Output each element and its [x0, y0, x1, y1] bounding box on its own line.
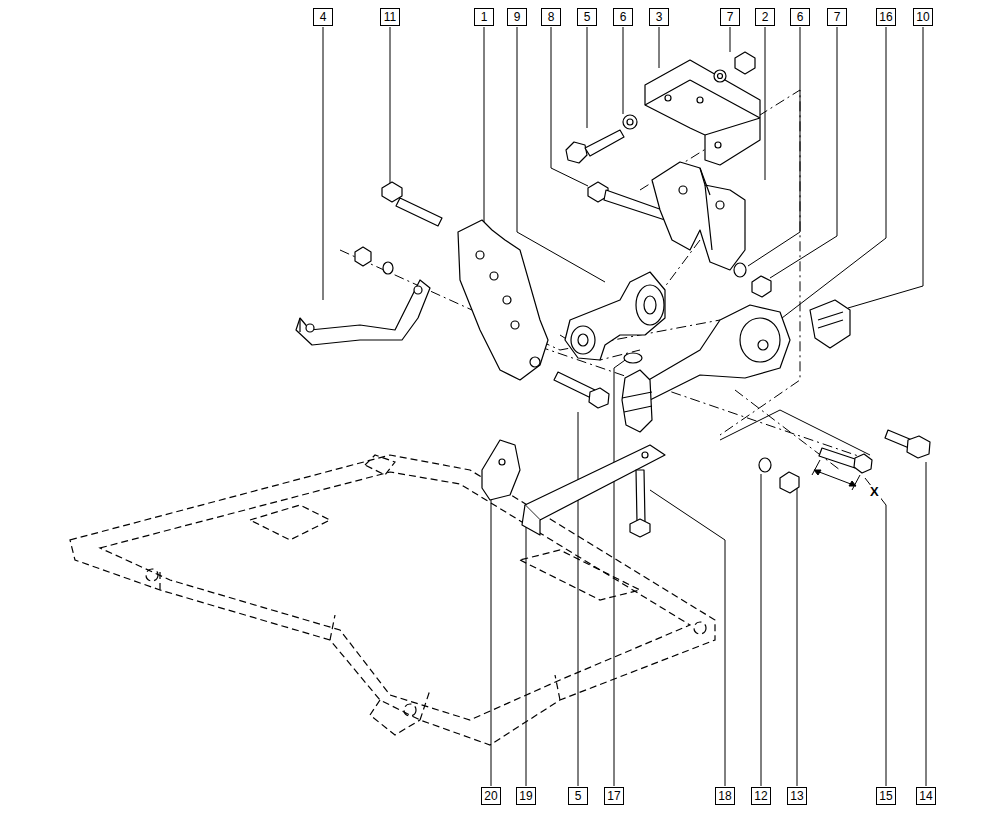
leader-line: [390, 27, 391, 183]
leader-line: [659, 27, 660, 68]
callout-number: 9: [507, 8, 527, 26]
leader-line: [848, 27, 923, 308]
subframe-bracket: [482, 440, 520, 500]
callout-number: 14: [916, 787, 936, 805]
callout-number: 2: [755, 8, 775, 26]
callout-number: 13: [787, 787, 807, 805]
leader-line: [551, 27, 588, 186]
leader-line: [587, 27, 588, 128]
callout-number: 3: [649, 8, 669, 26]
stay-bar: [296, 280, 430, 345]
callout-number: 11: [380, 8, 400, 26]
leader-line: [730, 27, 731, 52]
leader-line: [765, 27, 766, 180]
callout-number: 16: [876, 8, 896, 26]
leader-line: [650, 490, 725, 786]
leader-line: [484, 27, 485, 222]
callout-number: 4: [313, 8, 333, 26]
callout-number: 17: [604, 787, 624, 805]
mount-cover: [810, 300, 850, 348]
leader-line: [761, 474, 762, 786]
leader-line: [865, 478, 886, 786]
leader-line: [323, 27, 324, 300]
gearbox-mount: [640, 305, 790, 400]
callout-number: 7: [827, 8, 847, 26]
leader-line: [926, 462, 927, 786]
leader-line: [770, 27, 837, 278]
callout-number: 6: [790, 8, 810, 26]
leader-line: [797, 484, 798, 786]
mount-bracket: [652, 162, 745, 270]
subframe: [70, 455, 715, 745]
callout-number: 15: [876, 787, 896, 805]
callout-number: 18: [715, 787, 735, 805]
callout-number: 10: [913, 8, 933, 26]
bump-stop: [622, 370, 652, 432]
callout-number: 5: [568, 787, 588, 805]
body-bracket: [645, 60, 760, 165]
leader-line: [782, 27, 886, 318]
callout-number: 12: [751, 787, 771, 805]
leader-line: [748, 27, 800, 266]
dimension-label: X: [868, 485, 881, 499]
leader-line: [491, 492, 492, 786]
engine-bracket: [458, 220, 548, 380]
torque-rod: [565, 272, 665, 360]
callout-number: 19: [516, 787, 536, 805]
callout-number: 6: [613, 8, 633, 26]
leader-line: [623, 27, 624, 114]
callout-number: 8: [541, 8, 561, 26]
callout-number: 1: [474, 8, 494, 26]
leader-line: [526, 512, 527, 786]
callout-number: 7: [720, 8, 740, 26]
callout-number: 5: [577, 8, 597, 26]
leader-line: [578, 412, 579, 786]
callout-number: 20: [481, 787, 501, 805]
